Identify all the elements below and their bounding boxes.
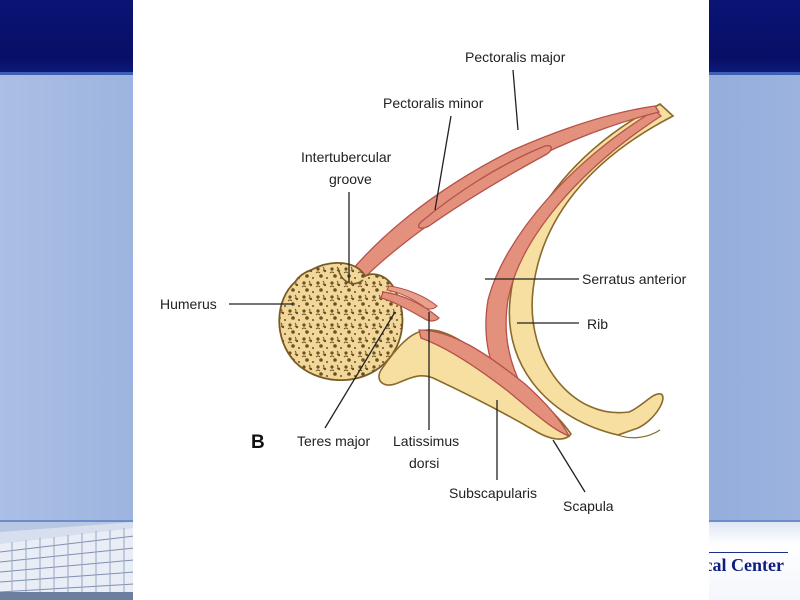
leader-scapula <box>552 439 586 493</box>
institution-name: cal Center <box>709 550 800 580</box>
label-latissimus-line1: Latissimus <box>393 433 459 449</box>
label-intertubercular-line1: Intertubercular <box>301 149 392 165</box>
figure-panel-letter: B <box>251 432 265 453</box>
intertubercular-groove-notch <box>337 267 364 285</box>
label-rib: Rib <box>587 316 608 332</box>
institution-underline <box>709 552 788 553</box>
building-photo <box>0 522 134 600</box>
label-subscapularis: Subscapularis <box>449 485 537 501</box>
label-scapula: Scapula <box>563 498 614 514</box>
leader-pectoralis-major <box>512 69 519 131</box>
label-latissimus-line2: dorsi <box>409 455 439 471</box>
latissimus-dorsi-muscle <box>386 285 438 310</box>
label-teres-major: Teres major <box>297 433 370 449</box>
figure-panel: Pectoralis major Pectoralis minor Intert… <box>133 0 709 600</box>
label-humerus: Humerus <box>160 296 217 312</box>
institution-name-text: cal Center <box>709 555 784 575</box>
label-intertubercular-line2: groove <box>329 171 372 187</box>
label-serratus-anterior: Serratus anterior <box>582 271 687 287</box>
label-pectoralis-minor: Pectoralis minor <box>383 95 484 111</box>
rib-tip <box>617 429 661 439</box>
leader-pectoralis-minor <box>434 115 452 211</box>
teres-major-muscle <box>380 291 440 322</box>
leader-teres-major <box>324 311 396 429</box>
pectoralis-minor-muscle <box>417 144 552 229</box>
subscapularis-muscle <box>418 329 571 438</box>
anatomy-diagram: Pectoralis major Pectoralis minor Intert… <box>160 49 687 514</box>
humerus-bone <box>278 262 404 381</box>
label-pectoralis-major: Pectoralis major <box>465 49 566 65</box>
